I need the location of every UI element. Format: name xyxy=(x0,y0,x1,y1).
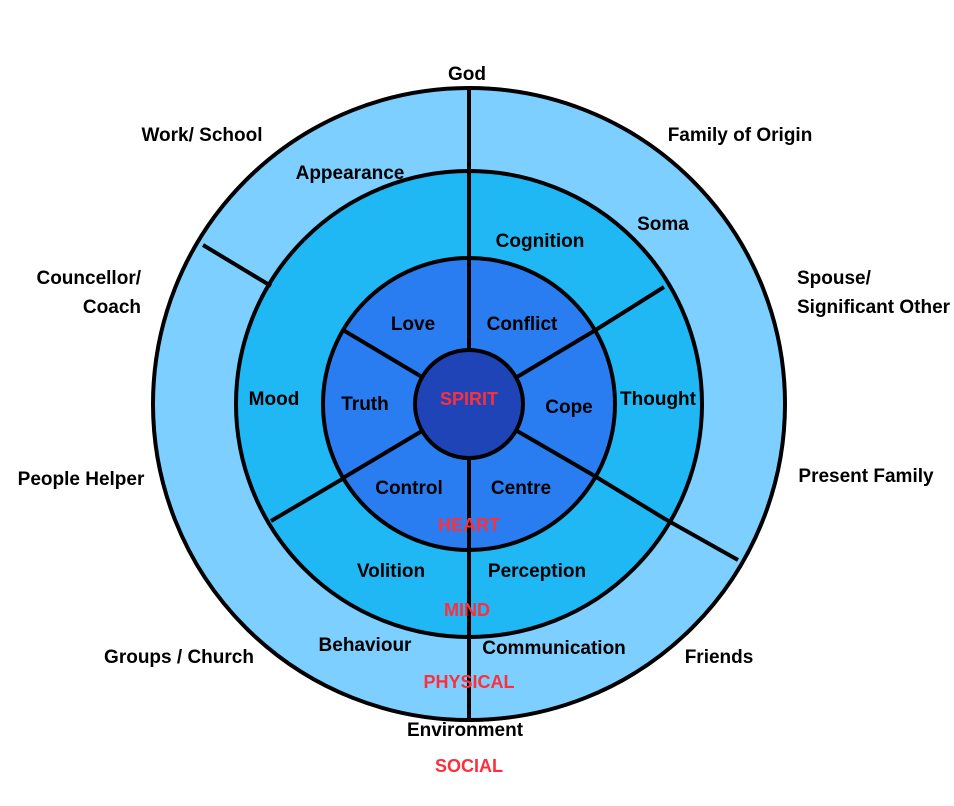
label-behaviour: Behaviour xyxy=(319,635,413,656)
label-groups-church: Groups / Church xyxy=(104,647,254,668)
label-councellor-line2: Coach xyxy=(83,297,141,318)
label-love: Love xyxy=(391,314,435,335)
divider-heart-upper-right xyxy=(510,329,596,382)
divider-heart-lower-left xyxy=(341,426,429,480)
label-spouse-line1: Spouse/ xyxy=(797,268,872,289)
label-councellor-line1: Councellor/ xyxy=(36,268,141,289)
label-thought: Thought xyxy=(620,389,697,410)
divider-physical-upper-left xyxy=(201,243,273,288)
label-soma: Soma xyxy=(637,214,689,235)
label-cognition: Cognition xyxy=(496,231,585,252)
label-environment: Environment xyxy=(407,720,524,741)
label-truth: Truth xyxy=(341,394,389,415)
level-label-physical: PHYSICAL xyxy=(423,672,514,692)
level-label-spirit: SPIRIT xyxy=(440,389,498,409)
divider-heart-upper-left xyxy=(341,328,429,382)
ring-dividers xyxy=(201,88,739,720)
label-centre: Centre xyxy=(491,478,551,499)
level-label-mind: MIND xyxy=(444,600,490,620)
divider-mind-upper-right xyxy=(591,473,667,521)
label-perception: Perception xyxy=(488,561,586,582)
label-volition: Volition xyxy=(357,561,425,582)
label-friends: Friends xyxy=(685,647,754,668)
divider-mind-right xyxy=(592,285,666,333)
label-work-school: Work/ School xyxy=(141,125,262,146)
label-present-family: Present Family xyxy=(798,466,934,487)
label-god: God xyxy=(448,64,486,85)
label-people-helper: People Helper xyxy=(18,469,145,490)
label-cope: Cope xyxy=(545,397,593,418)
divider-heart-lower-right xyxy=(510,426,595,477)
divider-mind-lower-left xyxy=(269,476,346,523)
label-communication: Communication xyxy=(482,638,626,659)
spirit-center xyxy=(413,348,525,460)
label-spouse-line2: Significant Other xyxy=(797,297,951,318)
label-appearance: Appearance xyxy=(296,163,405,184)
divider-physical-lower-right xyxy=(664,517,739,562)
label-family-of-origin: Family of Origin xyxy=(668,125,813,146)
label-conflict: Conflict xyxy=(487,314,558,335)
level-label-social: SOCIAL xyxy=(435,756,503,776)
label-mood: Mood xyxy=(249,389,300,410)
label-control: Control xyxy=(375,478,443,499)
level-label-heart: HEART xyxy=(438,515,500,535)
